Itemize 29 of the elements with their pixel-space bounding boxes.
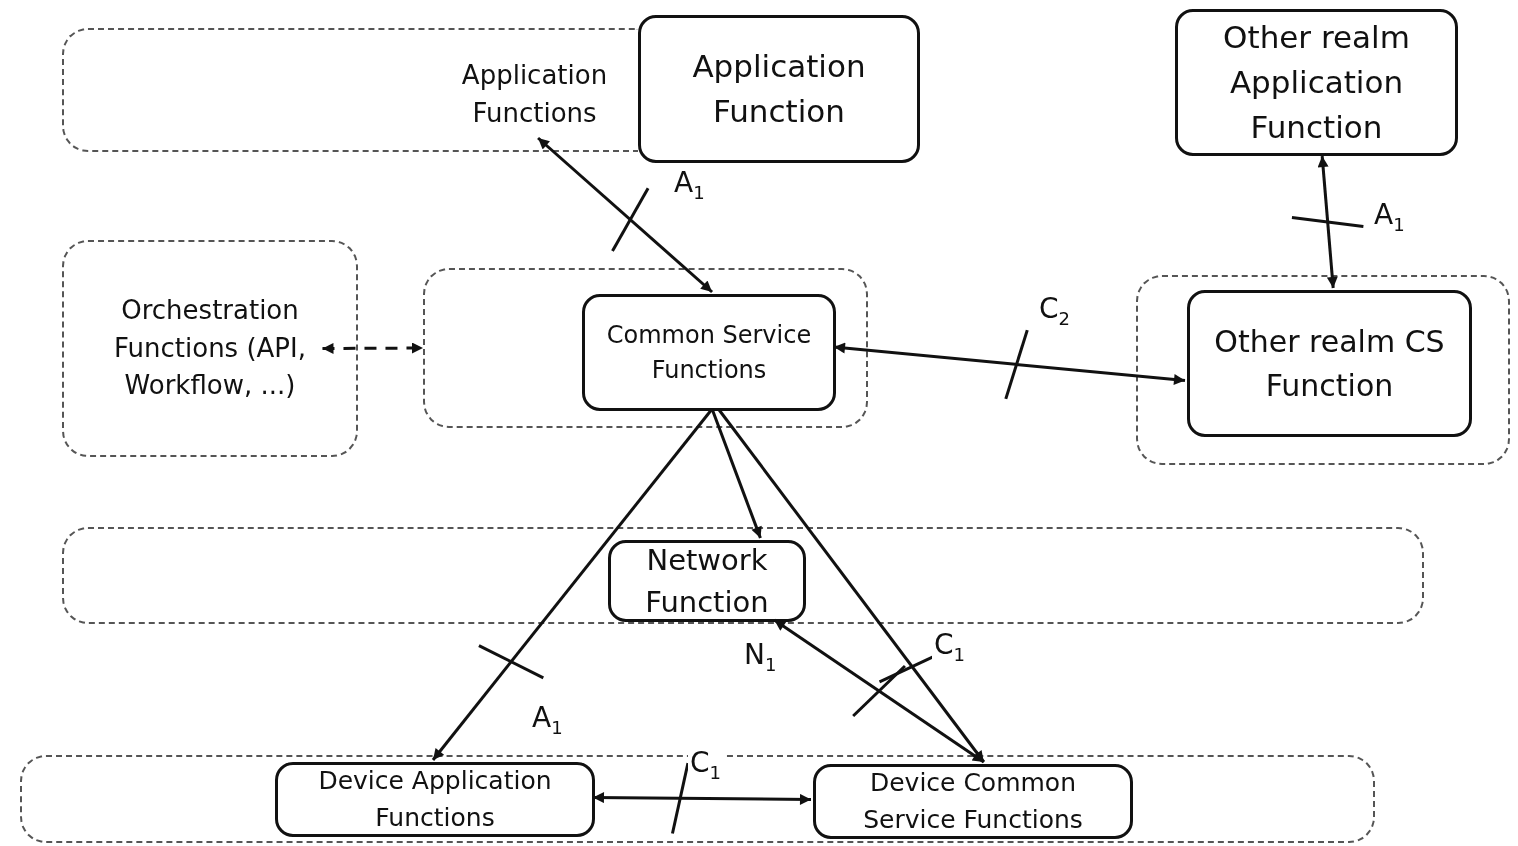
arrow [1317, 155, 1338, 289]
box-label: Common Service Functions [605, 319, 813, 386]
text-label: Application Functions [442, 50, 627, 140]
function-box [1175, 9, 1458, 156]
function-box [582, 294, 836, 411]
box-label: Application Function [691, 47, 867, 131]
function-box [608, 540, 806, 622]
function-box [638, 15, 920, 163]
box-label: Other realm Application Function [1222, 18, 1411, 147]
dashed-group-box [62, 240, 358, 457]
dashed-group-box [1136, 275, 1510, 465]
box-label: Device Common Service Functions [862, 767, 1084, 836]
function-box [1187, 290, 1472, 437]
dashed-arrow [322, 342, 423, 354]
arrow [431, 408, 714, 761]
arrow [773, 618, 985, 764]
function-box [813, 764, 1133, 839]
arrow [537, 136, 714, 294]
box-label: Network Function [644, 541, 770, 621]
arrow [717, 408, 985, 763]
arrow [710, 408, 762, 539]
arrow [593, 792, 811, 805]
dashed-group-box [62, 527, 1424, 624]
box-label: Other realm CS Function [1213, 323, 1446, 405]
function-box [275, 762, 595, 837]
box-label: Orchestration Functions (API, Workflow, ...) [113, 293, 307, 403]
arrow [833, 342, 1186, 386]
box-label: Device Application Functions [317, 765, 553, 834]
dashed-group-box [423, 268, 868, 428]
